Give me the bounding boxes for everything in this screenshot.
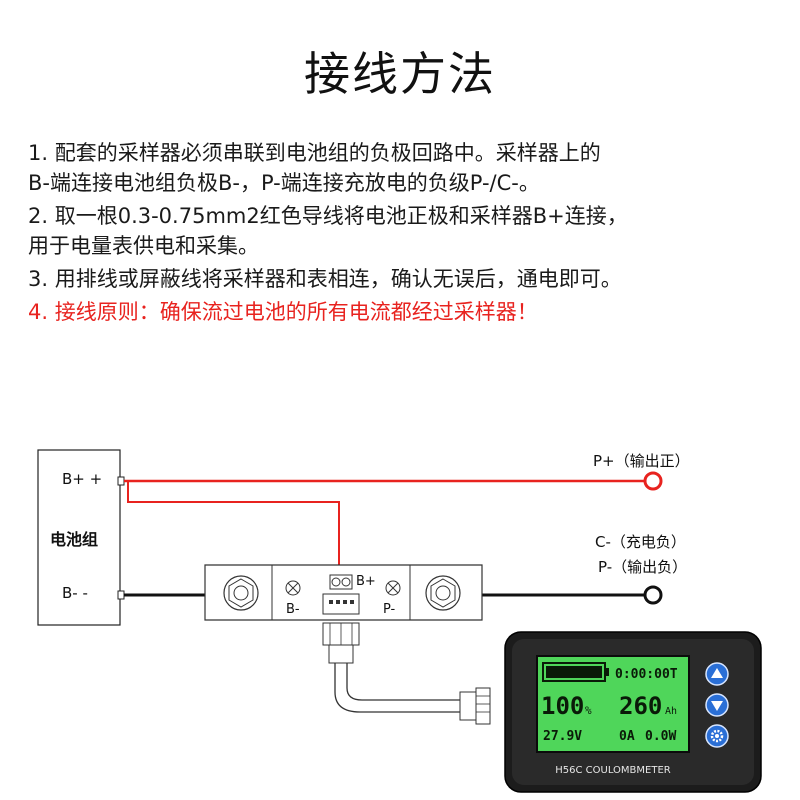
shunt-sampler: [204, 564, 483, 621]
battery-pack-box: [37, 449, 121, 626]
instruction-3-line-1: 3. 用排线或屏蔽线将采样器和表相连，确认无误后，通电即可。: [28, 267, 622, 291]
ribbon-cable: [322, 622, 491, 725]
meter-voltage: 27.9V: [543, 729, 582, 744]
meter-time: 0:00:00T: [615, 667, 678, 682]
shunt-bplus-sense-wire: [127, 481, 340, 580]
meter-current: 0A: [619, 729, 635, 744]
shunt-bminus-label: B-: [286, 602, 300, 617]
battery-pos-terminal: [117, 476, 125, 486]
p-minus-terminal: [643, 585, 663, 605]
coulomb-meter: 0:00:00T 100 % 260 Ah 27.9V 0A 0.0W H56C…: [504, 631, 762, 793]
battery-neg-terminal-label: B- -: [62, 584, 88, 602]
meter-percent: 100: [541, 692, 584, 720]
p-minus-label: P-（输出负）: [598, 558, 687, 576]
page-title: 接线方法: [304, 47, 496, 101]
down-icon: [711, 701, 723, 711]
battery-pack-label: 电池组: [50, 530, 98, 549]
instruction-2: 2. 取一根0.3-0.75mm2红色导线将电池正极和采样器B+连接， 用于电量…: [28, 201, 788, 261]
meter-down-button[interactable]: [705, 693, 729, 717]
instruction-1-line-2: B-端连接电池组负极B-，P-端连接充放电的负级P-/C-。: [28, 171, 540, 195]
meter-up-button[interactable]: [705, 662, 729, 686]
battery-level-icon: [542, 662, 609, 682]
meter-capacity: 260: [619, 692, 662, 720]
p-plus-terminal: [643, 471, 663, 491]
instruction-2-line-2: 用于电量表供电和采集。: [28, 234, 259, 258]
meter-capacity-unit: Ah: [665, 706, 677, 717]
p-plus-label: P+（输出正）: [593, 452, 690, 470]
c-minus-label: C-（充电负）: [595, 533, 686, 551]
meter-power: 0.0W: [645, 729, 676, 744]
instruction-4-line-1: 4. 接线原则：确保流过电池的所有电流都经过采样器！: [28, 300, 538, 324]
gear-icon: [710, 729, 724, 743]
instruction-1: 1. 配套的采样器必须串联到电池组的负极回路中。采样器上的 B-端连接电池组负极…: [28, 138, 788, 198]
instructions-list: 1. 配套的采样器必须串联到电池组的负极回路中。采样器上的 B-端连接电池组负极…: [28, 138, 788, 330]
meter-model-label: H56C COULOMBMETER: [555, 765, 671, 776]
battery-neg-terminal: [117, 590, 125, 600]
instruction-2-line-1: 2. 取一根0.3-0.75mm2红色导线将电池正极和采样器B+连接，: [28, 204, 628, 228]
instruction-4-warning: 4. 接线原则：确保流过电池的所有电流都经过采样器！: [28, 297, 788, 327]
battery-pos-terminal-label: B+ +: [62, 470, 102, 488]
wiring-diagram: B+ + 电池组 B- - P+（输出正） C-（充电负） P-（输出负）: [37, 449, 762, 793]
shunt-pminus-label: P-: [383, 602, 396, 617]
shunt-bplus-label: B+: [356, 574, 376, 589]
instruction-1-line-1: 1. 配套的采样器必须串联到电池组的负极回路中。采样器上的: [28, 141, 601, 165]
up-icon: [711, 668, 723, 678]
instruction-3: 3. 用排线或屏蔽线将采样器和表相连，确认无误后，通电即可。: [28, 264, 788, 294]
meter-settings-button[interactable]: [705, 724, 729, 748]
meter-percent-unit: %: [585, 704, 592, 717]
shunt-connector-header: [322, 593, 360, 615]
